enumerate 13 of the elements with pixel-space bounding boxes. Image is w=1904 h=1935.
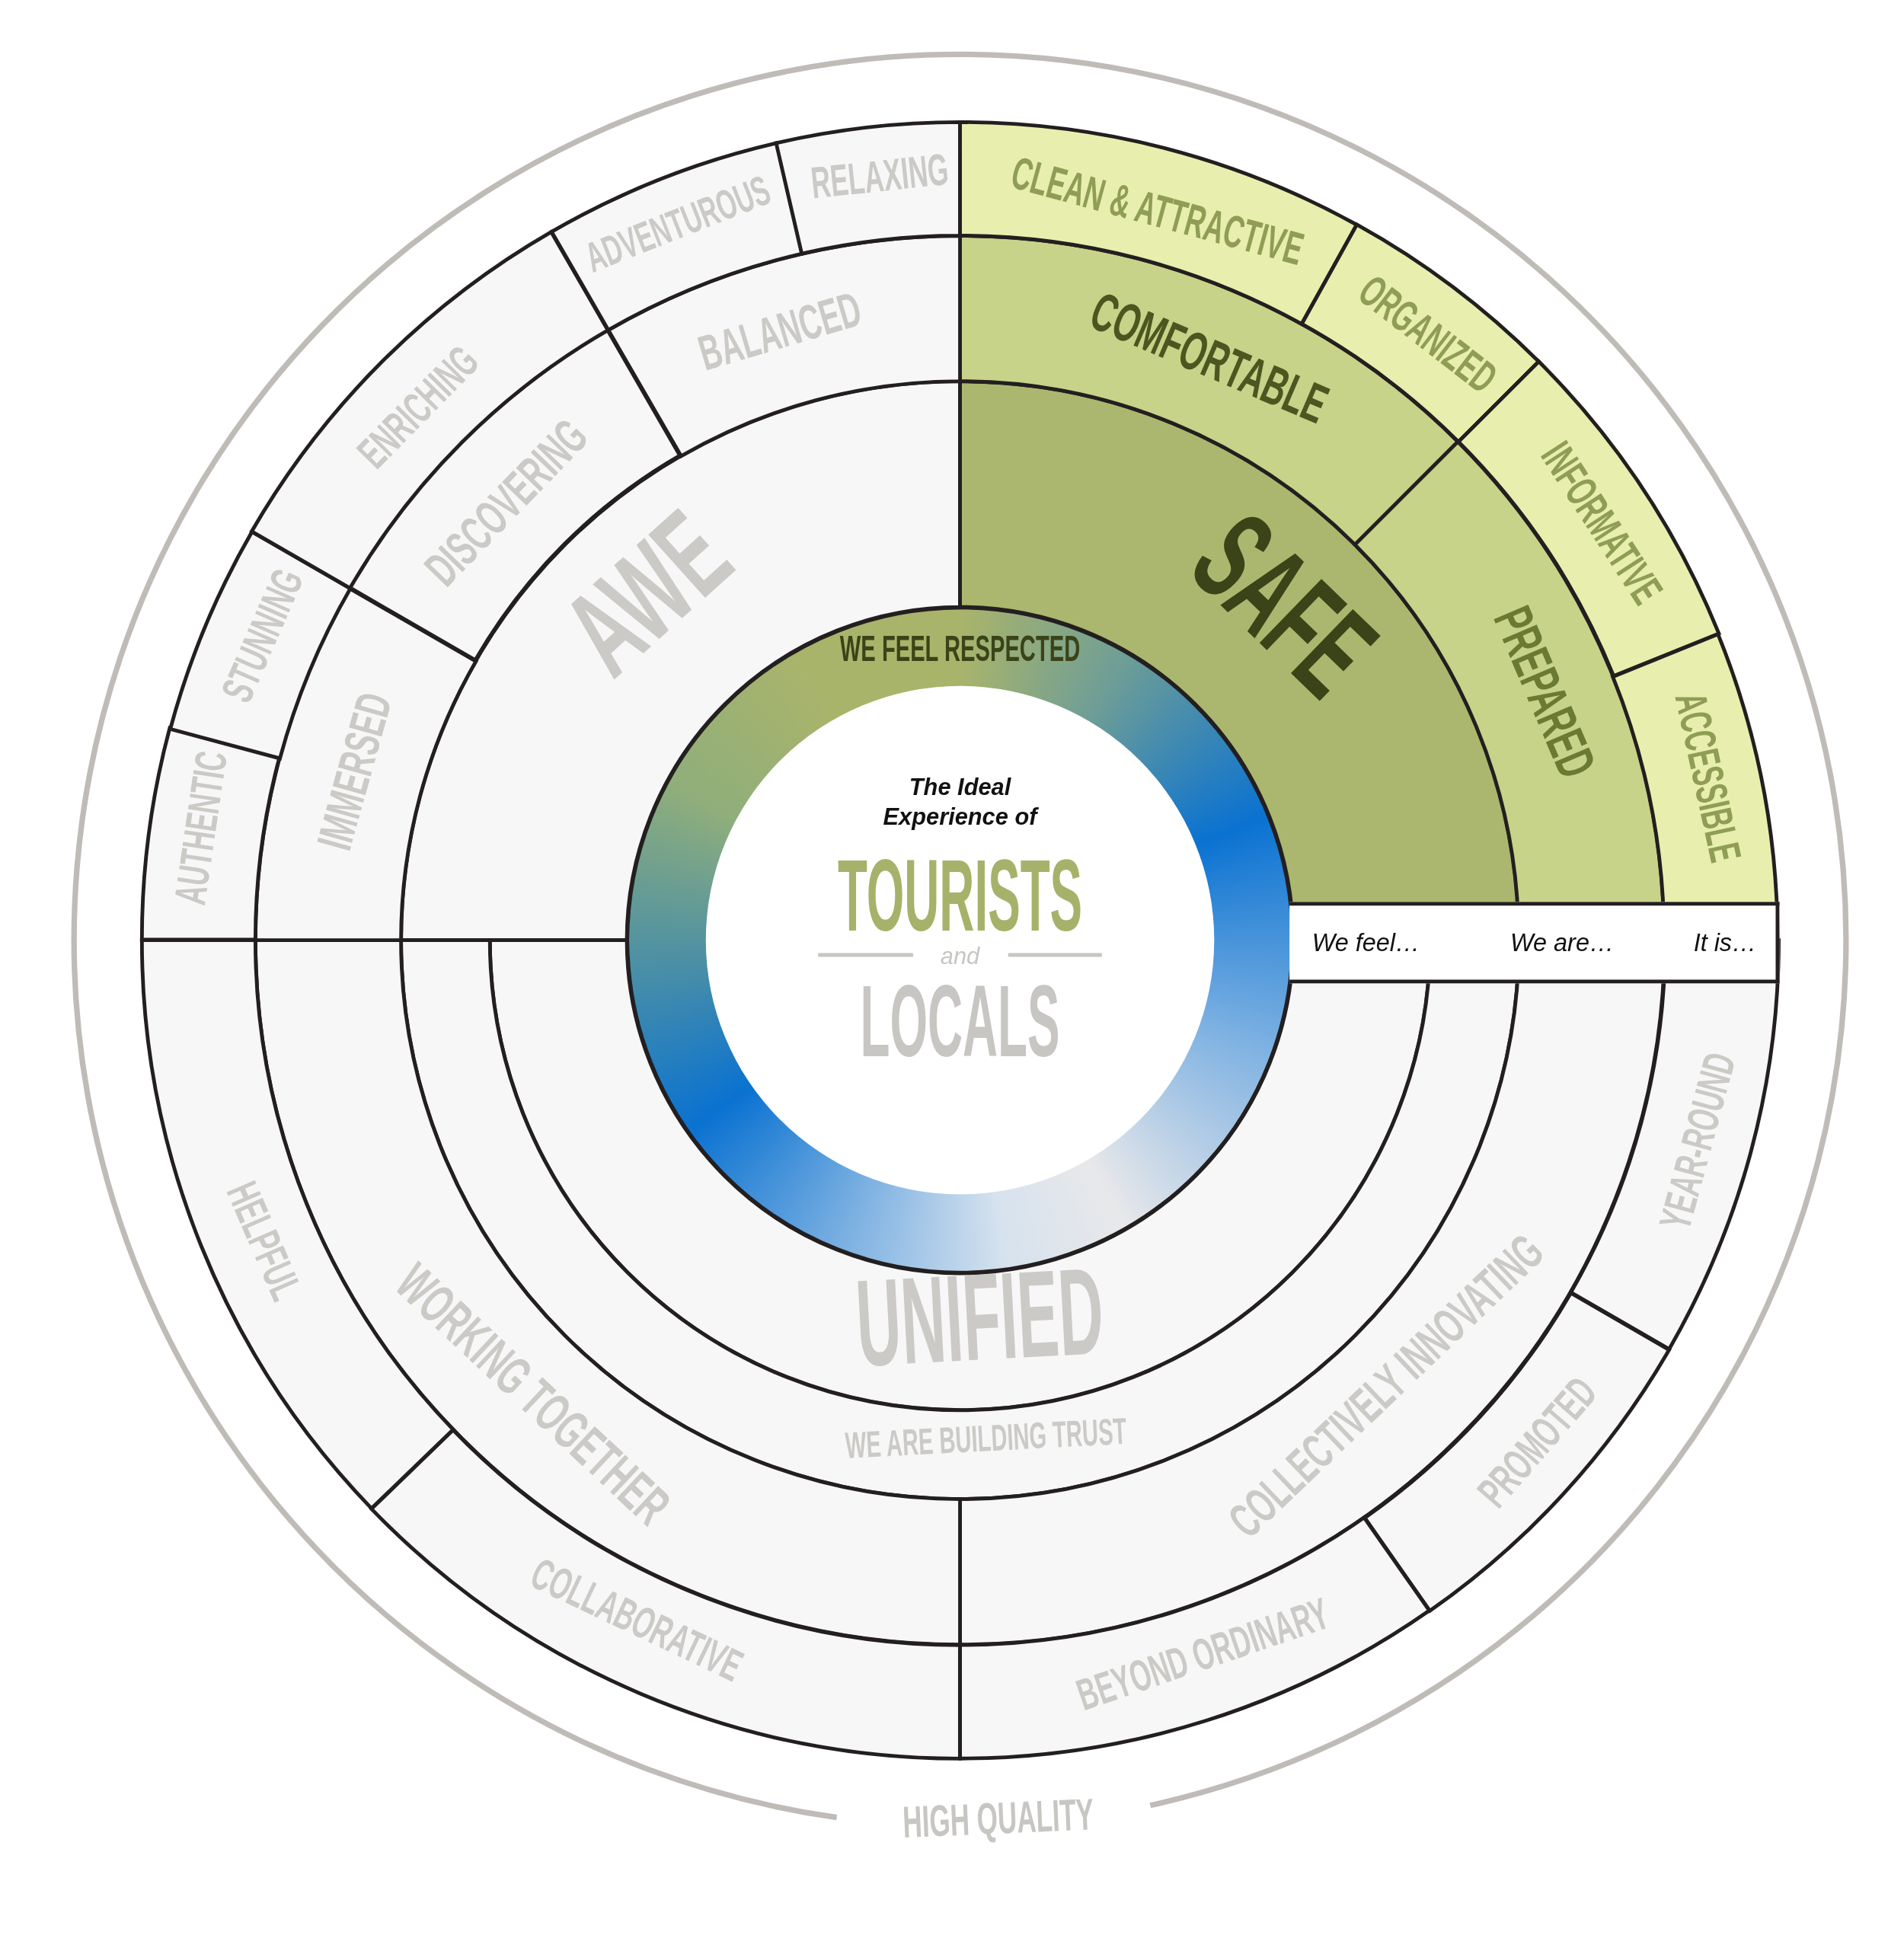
column-heading: It is… <box>1693 930 1757 956</box>
ring-label: WE FEEL RESPECTED <box>839 630 1081 668</box>
column-heading: We are… <box>1510 930 1615 956</box>
center-title: TOURISTS <box>837 845 1083 947</box>
ring-label: HIGH QUALITY <box>902 1793 1095 1846</box>
header-band <box>1289 902 1780 984</box>
segment-label: ACCESSIBLE <box>1667 688 1748 866</box>
subtitle: The Ideal Experience of <box>882 773 1040 832</box>
conjunction-text: and <box>940 944 980 969</box>
segment-label: CLEAN & ATTRACTIVE <box>1007 150 1309 273</box>
column-heading: We feel… <box>1311 930 1420 956</box>
segment-label: SAFE <box>1171 492 1398 717</box>
center-title: LOCALS <box>860 971 1060 1072</box>
